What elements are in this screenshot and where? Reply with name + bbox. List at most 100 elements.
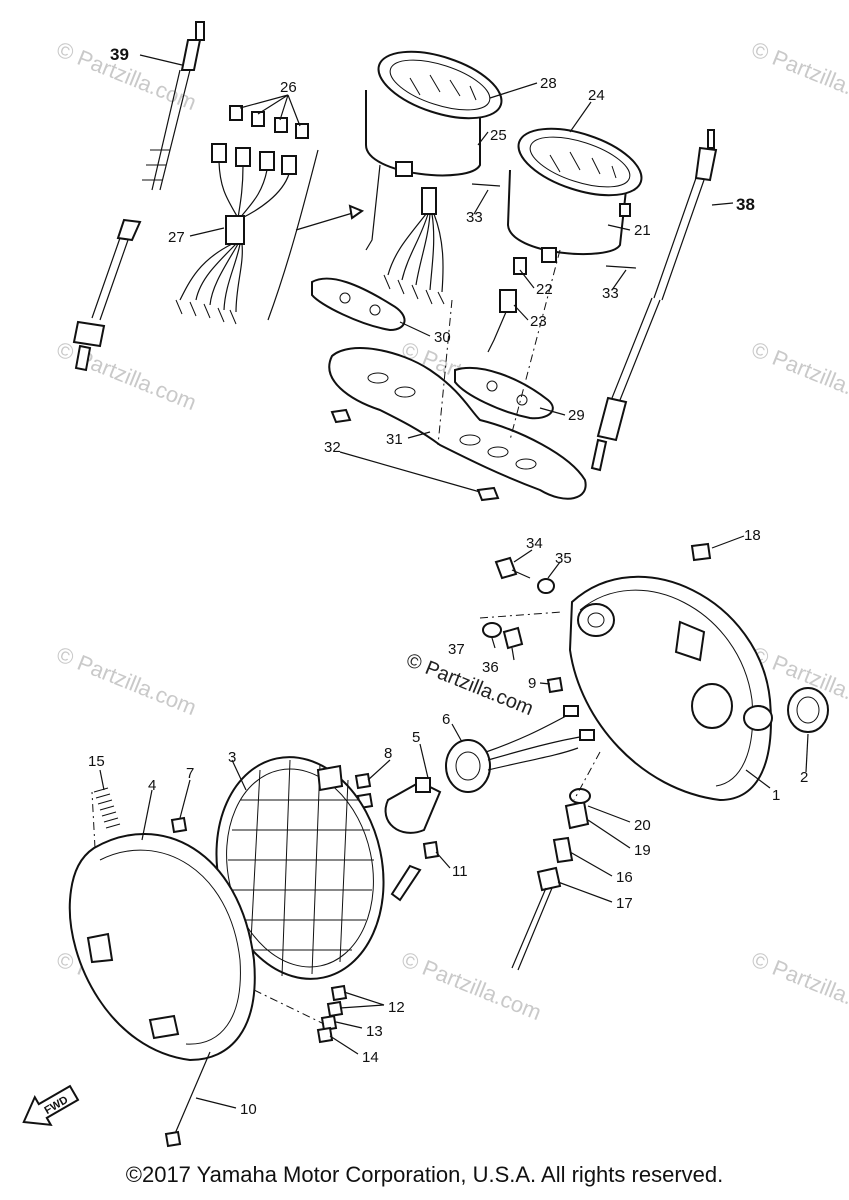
part-36-nut [502,626,524,650]
part-13-washer [320,1014,338,1032]
callout-17: 17 [616,895,633,912]
part-39-cable [72,21,205,372]
part-19-collar [564,800,590,830]
callout-14: 14 [362,1049,379,1066]
watermark: © Partzilla.com [748,946,849,1025]
part-18-grommet [690,542,712,562]
part-35-washer [537,578,555,594]
part-24-speedometer [506,127,643,263]
callout-35: 35 [555,550,572,567]
callout-38: 38 [736,195,755,214]
fwd-arrow-icon: FWD [22,1084,80,1127]
callout-21: 21 [634,222,651,239]
part-26-27-harness [175,105,309,325]
callout-25: 25 [490,127,507,144]
part-12-nut [326,1000,344,1018]
arrow-line [295,211,357,231]
part-8-nut [354,772,372,790]
callout-27: 27 [168,229,185,246]
part-3-sealed-beam [215,756,422,980]
watermark-center: © Partzilla.com [403,649,536,720]
callout-30: 30 [434,329,451,346]
callout-34: 34 [526,535,543,552]
part-14-nut [316,1026,334,1044]
callout-9: 9 [528,675,536,692]
callout-33-left: 33 [466,209,483,226]
callout-15: 15 [88,753,105,770]
part-38-cable [590,129,718,472]
part-20-washer [569,788,591,804]
callout-5: 5 [412,729,420,746]
part-1-housing [568,575,773,802]
callout-33-right: 33 [602,285,619,302]
part-33-screw [605,265,637,269]
assembly-line [91,791,96,849]
part-7-screw [170,816,188,834]
callout-20: 20 [634,817,651,834]
part-2-grommet [787,687,829,733]
callout-2: 2 [800,769,808,786]
callout-16: 16 [616,869,633,886]
arrow-head [348,204,365,220]
part-16-spring [552,836,574,864]
watermark: © Partzilla.com [53,641,200,720]
part-32-grommet [476,486,500,502]
part-37-washer [482,622,502,638]
callout-18: 18 [744,527,761,544]
callout-29: 29 [568,407,585,424]
callout-28: 28 [540,75,557,92]
part-15-spring [93,787,121,829]
assembly-line [253,989,325,1025]
callout-19: 19 [634,842,651,859]
copyright-notice: ©2017 Yamaha Motor Corporation, U.S.A. A… [125,1162,724,1187]
leader-lines [99,54,809,1109]
watermark: © Partzilla.com [53,336,200,415]
callout-7: 7 [186,765,194,782]
callout-4: 4 [148,777,156,794]
callout-39: 39 [110,45,129,64]
part-34-bolt-shaft [511,569,531,579]
callouts: 39 26 27 28 24 25 38 21 33 22 33 23 30 2… [88,45,808,1118]
part-4-rim [68,833,256,1062]
part-17-screw [511,887,553,971]
part-25-tachometer [365,50,503,305]
callout-36: 36 [482,659,499,676]
callout-3: 3 [228,749,236,766]
part-10-screw-head [164,1130,182,1148]
part-34-bolt [494,556,518,580]
part-11-clip [422,840,440,860]
part-22-23-bulb [487,257,527,353]
part-31-bracket [328,347,587,500]
callout-26: 26 [280,79,297,96]
callout-24: 24 [588,87,605,104]
part-9-screw [546,676,564,694]
callout-32: 32 [324,439,341,456]
part-32-grommet [330,408,352,424]
callout-1: 1 [772,787,780,804]
part-5-bulb [384,777,442,834]
bracket-line [267,149,319,321]
callout-22: 22 [536,281,553,298]
assembly-line [437,299,453,446]
callout-8: 8 [384,745,392,762]
part-17-screw-head [536,866,562,892]
callout-12: 12 [388,999,405,1016]
part-33-screw [471,183,501,187]
part-10-screw [173,1051,211,1137]
part-12-nut [330,984,348,1002]
callout-13: 13 [366,1023,383,1040]
watermark: © Partzilla.com [748,36,849,115]
assembly-line [509,249,561,441]
part-6-socket [445,705,595,793]
watermark: © Partzilla.com [748,336,849,415]
callout-6: 6 [442,711,450,728]
callout-37: 37 [448,641,465,658]
callout-11: 11 [452,863,468,880]
part-29-cushion [454,366,554,420]
assembly-line [479,611,563,619]
callout-31: 31 [386,431,403,448]
callout-10: 10 [240,1101,257,1118]
part-30-cushion [311,277,406,332]
callout-23: 23 [530,313,547,330]
